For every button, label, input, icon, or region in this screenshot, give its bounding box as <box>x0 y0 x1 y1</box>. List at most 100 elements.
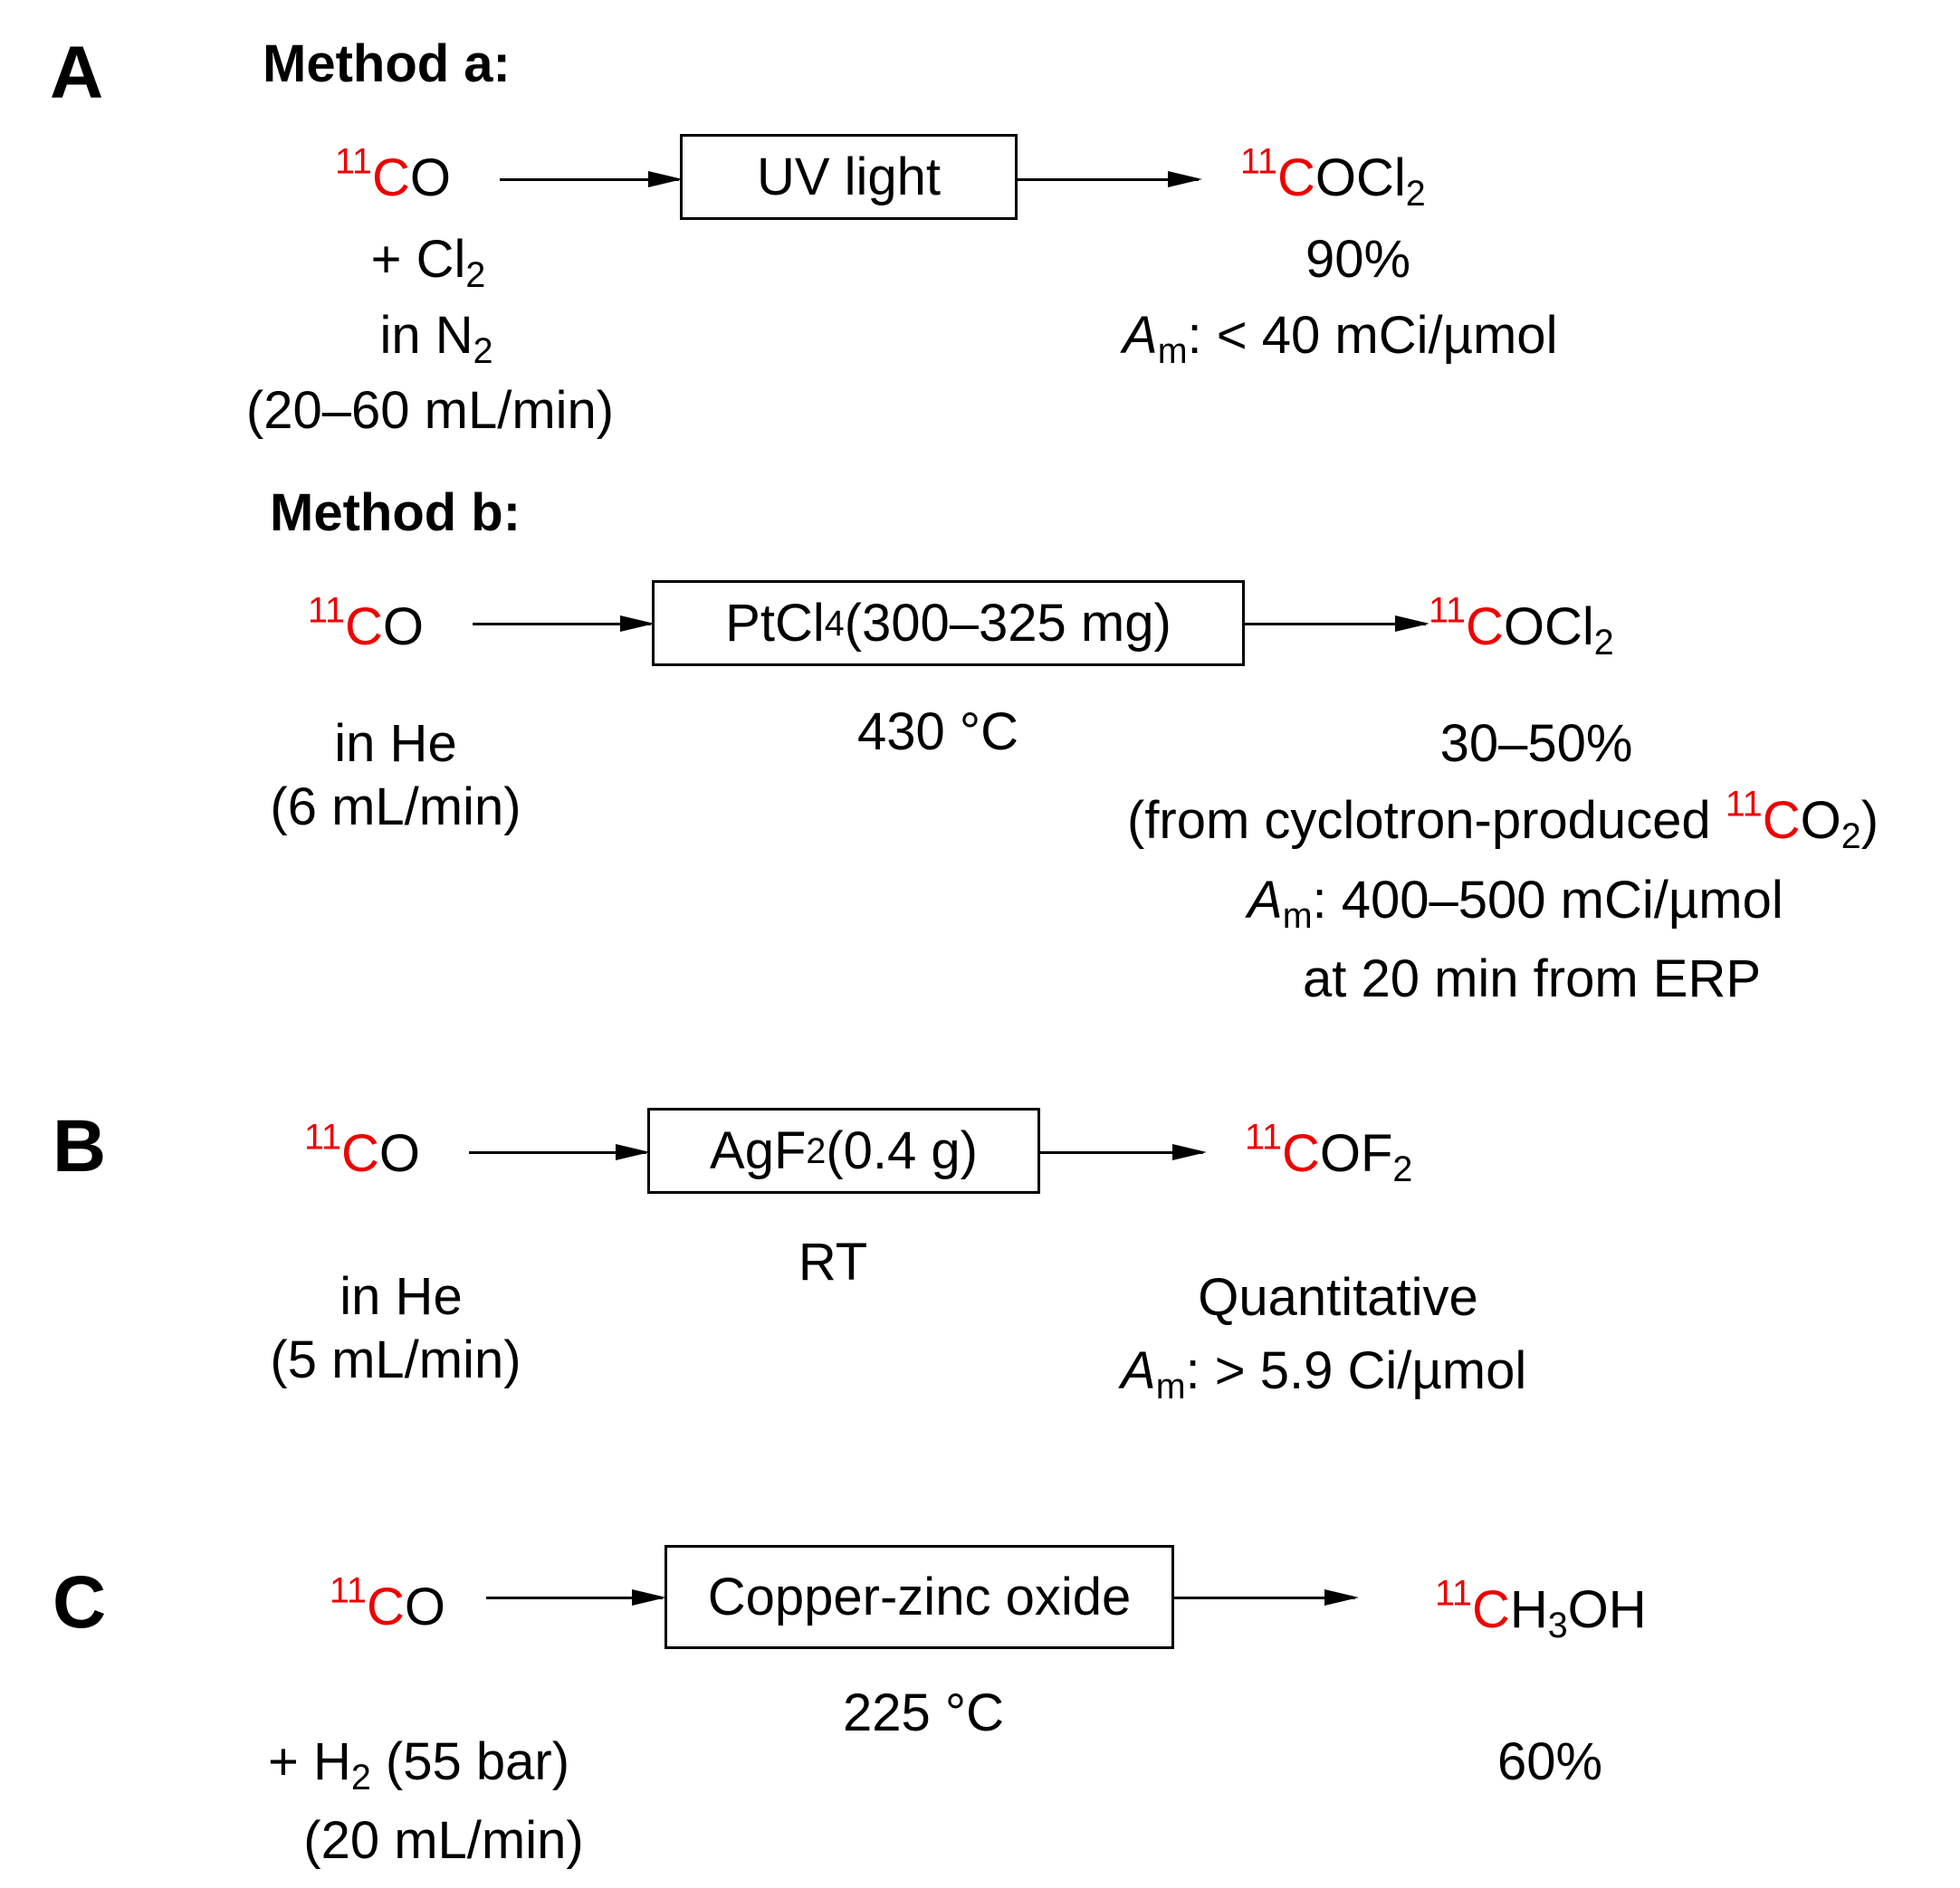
condition-text: + Cl <box>370 230 466 289</box>
isotope-element: C <box>1471 1580 1510 1639</box>
panel-c-temperature: 225 °C <box>843 1683 1004 1742</box>
method-a-molar-activity: Am: < 40 mCi/µmol <box>1123 310 1557 369</box>
panel-b-arrow-in <box>469 1144 650 1160</box>
isotope-element: C <box>344 597 383 656</box>
isotope-mass: 11 <box>308 590 345 631</box>
reactant-tail: O <box>409 148 451 207</box>
panel-c-condition-flow: (20 mL/min) <box>303 1811 584 1870</box>
panel-c-condition-h2: + H2 (55 bar) <box>268 1736 569 1796</box>
method-a-heading: Method a: <box>263 34 511 93</box>
condition-subscript: 2 <box>350 1758 371 1798</box>
isotope-element: C <box>1276 148 1315 207</box>
reactant-tail: O <box>404 1578 445 1636</box>
panel-c-reagent-box: Copper-zinc oxide <box>664 1545 1174 1649</box>
isotope-element: C <box>340 1124 379 1183</box>
method-a-condition-carrier: in N2 <box>379 310 492 369</box>
isotope-element: C <box>1281 1124 1320 1183</box>
method-b-product: 11COCl2 <box>1429 593 1614 661</box>
product-tail: H <box>1509 1580 1548 1639</box>
product-subscript: 2 <box>1392 1149 1413 1190</box>
method-b-yield: 30–50% <box>1439 714 1633 773</box>
am-subscript: m <box>1282 896 1313 937</box>
am-value: : 400–500 mCi/µmol <box>1312 871 1783 930</box>
condition-pressure: (55 bar) <box>370 1732 570 1791</box>
method-a-arrow-in <box>500 171 683 187</box>
product-tail-2: OH <box>1567 1580 1647 1639</box>
note-subscript: 2 <box>1840 816 1861 857</box>
method-a-product: 11COCl2 <box>1240 144 1426 212</box>
method-b-activity-note: at 20 min from ERP <box>1302 949 1762 1008</box>
am-subscript: m <box>1157 331 1188 372</box>
condition-subscript: 2 <box>465 255 486 296</box>
panel-b-reactant: 11CO <box>304 1120 420 1180</box>
panel-label-b: B <box>53 1105 107 1187</box>
panel-b-yield: Quantitative <box>1198 1268 1478 1327</box>
isotope-mass: 11 <box>1240 141 1277 182</box>
method-b-yield-note: (from cyclotron-produced 11CO2) <box>1127 787 1879 854</box>
reagent-text: PtCl <box>725 594 825 653</box>
note-text: (from cyclotron-produced <box>1127 791 1726 850</box>
am-label: A <box>1121 1341 1156 1400</box>
isotope-element: C <box>366 1578 405 1636</box>
product-subscript: 2 <box>1593 623 1614 663</box>
reactant-tail: O <box>382 597 424 656</box>
isotope-element: C <box>1762 791 1801 850</box>
product-tail: OF <box>1319 1124 1393 1183</box>
method-a-condition-flow: (20–60 mL/min) <box>245 381 615 440</box>
panel-c-yield: 60% <box>1496 1732 1603 1791</box>
isotope-mass: 11 <box>1725 784 1763 825</box>
product-subscript: 2 <box>1405 174 1426 215</box>
am-value: : < 40 mCi/µmol <box>1187 306 1558 365</box>
panel-c-reactant: 11CO <box>330 1573 445 1636</box>
isotope-mass: 11 <box>1435 1573 1472 1614</box>
method-b-reactant: 11CO <box>308 593 424 653</box>
method-b-condition-carrier: in He <box>334 714 457 773</box>
isotope-mass: 11 <box>335 141 372 182</box>
method-a-reagent-box: UV light <box>680 134 1018 220</box>
panel-b-temperature: RT <box>798 1233 868 1292</box>
isotope-element: C <box>371 148 410 207</box>
method-a-condition-cl2: + Cl2 <box>371 234 486 293</box>
reagent-amount: (0.4 g) <box>826 1121 978 1180</box>
am-value: : > 5.9 Ci/µmol <box>1185 1341 1527 1400</box>
method-b-condition-flow: (6 mL/min) <box>270 777 521 836</box>
product-subscript: 3 <box>1547 1606 1568 1646</box>
panel-b-arrow-out <box>1040 1144 1207 1160</box>
condition-text: + H <box>268 1732 351 1791</box>
am-label: A <box>1248 871 1283 930</box>
note-close: ) <box>1860 791 1879 850</box>
method-b-temperature: 430 °C <box>857 702 1018 761</box>
isotope-mass: 11 <box>1429 590 1466 631</box>
am-subscript: m <box>1155 1367 1186 1407</box>
panel-b-condition-carrier: in He <box>339 1267 463 1326</box>
method-a-reactant: 11CO <box>335 144 451 205</box>
method-a-yield: 90% <box>1305 230 1411 289</box>
product-tail: OCl <box>1315 148 1406 207</box>
condition-text: in N <box>379 306 473 365</box>
reactant-tail: O <box>378 1124 420 1183</box>
panel-c-arrow-out <box>1174 1589 1359 1606</box>
reagent-amount: (300–325 mg) <box>844 594 1171 653</box>
condition-subscript: 2 <box>473 331 493 372</box>
note-tail: O <box>1800 791 1841 850</box>
method-b-molar-activity: Am: 400–500 mCi/µmol <box>1248 871 1783 934</box>
reagent-text: AgF <box>710 1121 807 1180</box>
panel-label-a: A <box>50 32 104 114</box>
panel-c-product: 11CH3OH <box>1435 1576 1647 1644</box>
isotope-mass: 11 <box>1245 1117 1282 1158</box>
panel-b-molar-activity: Am: > 5.9 Ci/µmol <box>1121 1345 1526 1405</box>
panel-label-c: C <box>53 1561 107 1644</box>
method-a-arrow-out <box>1018 171 1202 187</box>
panel-b-product: 11COF2 <box>1245 1120 1412 1187</box>
isotope-mass: 11 <box>330 1570 367 1611</box>
isotope-element: C <box>1465 597 1504 656</box>
isotope-mass: 11 <box>304 1117 341 1158</box>
panel-b-condition-flow: (5 mL/min) <box>270 1330 521 1389</box>
am-label: A <box>1123 306 1158 365</box>
panel-c-arrow-in <box>486 1589 666 1606</box>
method-b-arrow-in <box>473 615 655 632</box>
product-tail: OCl <box>1503 597 1594 656</box>
method-b-heading: Method b: <box>270 483 521 542</box>
